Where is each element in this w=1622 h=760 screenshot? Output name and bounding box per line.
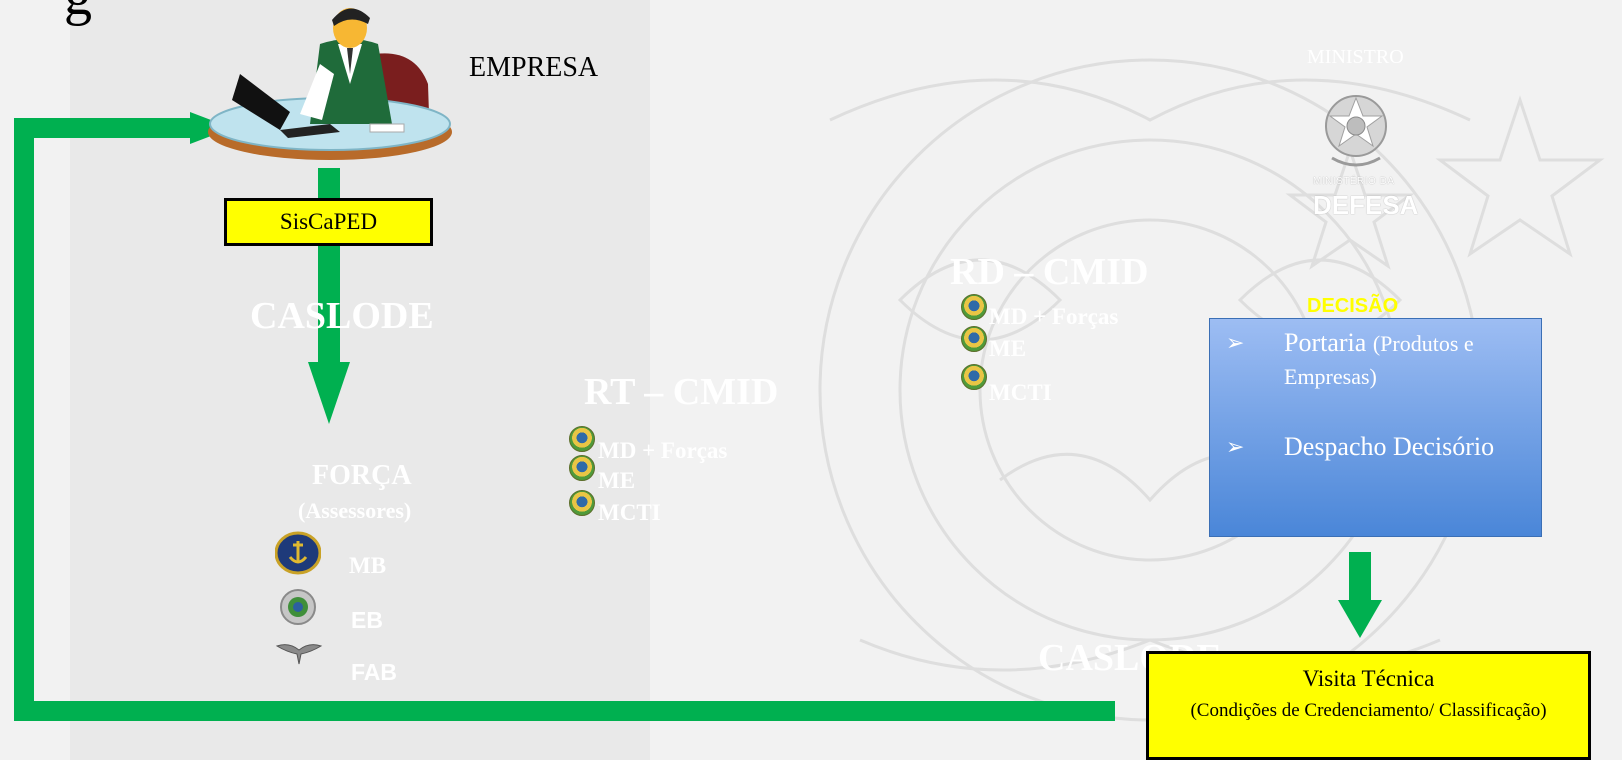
ministry-logo-text-top: MINISTÉRIO DA [1313, 176, 1395, 187]
rd-cmid-title: RD – CMID [950, 250, 1148, 294]
siscaped-label: SisCaPED [280, 209, 377, 234]
return-loop-line [24, 128, 1115, 711]
siscaped-box: SisCaPED [224, 198, 433, 246]
ministry-coat-of-arms-icon [1318, 84, 1394, 174]
forca-title: FORÇA [312, 460, 412, 492]
airforce-emblem-icon [275, 638, 323, 666]
visita-subtitle: (Condições de Credenciamento/ Classifica… [1149, 700, 1588, 722]
decision-arrow-head [1338, 600, 1382, 638]
forca-item-eb: EB [351, 607, 383, 634]
brazil-seal-icon [569, 455, 595, 481]
rd-cmid-item: MCTI [989, 380, 1052, 406]
brazil-seal-icon [569, 490, 595, 516]
rt-cmid-item: ME [598, 468, 635, 494]
decisao-item-despacho: ➢ Despacho Decisório [1226, 431, 1531, 463]
caslode-top-label: CASLODE [250, 294, 434, 338]
navy-emblem-icon [275, 531, 321, 575]
rd-cmid-item: ME [989, 336, 1026, 362]
forca-item-mb: MB [349, 553, 386, 579]
visita-tecnica-box: Visita Técnica (Condições de Credenciame… [1146, 651, 1591, 760]
arrow-bullet-icon: ➢ [1226, 435, 1244, 460]
decisao-item-main: Portaria [1284, 328, 1366, 357]
person-at-laptop-icon [200, 4, 462, 176]
decisao-box: ➢ Portaria (Produtos e Empresas) ➢ Despa… [1209, 318, 1542, 537]
rt-cmid-item: MD + Forças [598, 438, 727, 464]
decisao-title: DECISÃO [1307, 295, 1398, 318]
down-arrow-head [308, 362, 350, 424]
decisao-item-main: Despacho Decisório [1284, 432, 1494, 461]
brazil-seal-icon [569, 426, 595, 452]
forca-item-fab: FAB [351, 659, 397, 686]
rt-cmid-item: MCTI [598, 500, 661, 526]
brazil-seal-icon [961, 364, 987, 390]
ministry-logo-text-bottom: DEFESA [1313, 190, 1418, 221]
visita-title: Visita Técnica [1149, 666, 1588, 692]
decision-arrow-shaft [1349, 552, 1371, 602]
forca-subtitle: (Assessores) [298, 498, 411, 524]
arrow-bullet-icon: ➢ [1226, 331, 1244, 356]
brazil-seal-icon [961, 326, 987, 352]
ministro-label: MINISTRO [1307, 46, 1404, 69]
brazil-seal-icon [961, 294, 987, 320]
rt-cmid-title: RT – CMID [584, 370, 778, 414]
empresa-label: EMPRESA [469, 52, 598, 84]
army-emblem-icon [280, 587, 316, 629]
decisao-item-portaria: ➢ Portaria (Produtos e Empresas) [1226, 327, 1531, 393]
rd-cmid-item: MD + Forças [989, 304, 1118, 330]
